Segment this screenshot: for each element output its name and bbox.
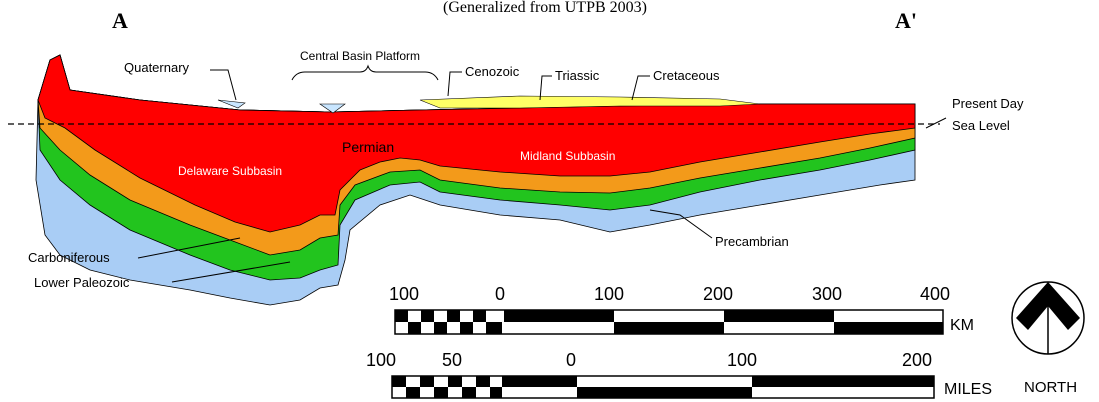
cenozoic-leader	[447, 71, 462, 97]
km-scale-bar: 100 0 100 200 300 400 KM	[389, 284, 974, 335]
label-delaware-subbasin: Delaware Subbasin	[178, 164, 282, 178]
cretaceous-layer	[419, 95, 761, 109]
section-start-label: A	[112, 8, 128, 33]
quaternary-deposit-2	[319, 103, 346, 114]
section-end-label: A'	[895, 8, 917, 33]
mi-tick-100: 100	[727, 350, 757, 370]
label-sea-level: Sea Level	[952, 118, 1010, 133]
label-cenozoic: Cenozoic	[465, 64, 520, 79]
label-carboniferous: Carboniferous	[28, 250, 110, 265]
km-tick-100-left: 100	[389, 284, 419, 304]
km-tick-400: 400	[920, 284, 950, 304]
label-precambrian: Precambrian	[715, 234, 789, 249]
miles-scale-bar: 100 50 0 100 200 MILES	[366, 350, 992, 399]
label-present-day: Present Day	[952, 96, 1024, 111]
km-tick-100: 100	[594, 284, 624, 304]
mi-tick-0: 0	[566, 350, 576, 370]
label-lower-paleozoic: Lower Paleozoic	[34, 275, 130, 290]
triassic-leader	[539, 75, 552, 101]
north-arrow-icon	[1011, 281, 1085, 355]
label-triassic: Triassic	[555, 68, 600, 83]
mi-tick-200: 200	[902, 350, 932, 370]
km-tick-0: 0	[495, 284, 505, 304]
present-day-leader	[925, 117, 947, 129]
km-tick-300: 300	[812, 284, 842, 304]
precambrian-leader	[649, 209, 713, 239]
central-basin-brace	[291, 64, 439, 81]
diagram-title: (Generalized from UTPB 2003)	[443, 0, 647, 16]
label-midland-subbasin: Midland Subbasin	[520, 149, 615, 163]
quaternary-leader	[210, 69, 237, 101]
miles-unit: MILES	[944, 381, 992, 398]
label-permian: Permian	[342, 139, 394, 155]
lower-paleozoic-leader	[171, 261, 291, 283]
label-quaternary: Quaternary	[124, 60, 190, 75]
label-central-basin-platform: Central Basin Platform	[300, 49, 420, 63]
mi-tick-50: 50	[442, 350, 462, 370]
carboniferous-leader	[137, 237, 241, 259]
km-unit: KM	[950, 317, 974, 334]
km-tick-200: 200	[703, 284, 733, 304]
cretaceous-leader	[631, 75, 650, 101]
quaternary-deposit-1	[217, 99, 246, 109]
mi-tick-100-left: 100	[366, 350, 396, 370]
label-cretaceous: Cretaceous	[653, 68, 720, 83]
north-label: NORTH	[1024, 379, 1077, 396]
permian-layer	[37, 54, 916, 233]
